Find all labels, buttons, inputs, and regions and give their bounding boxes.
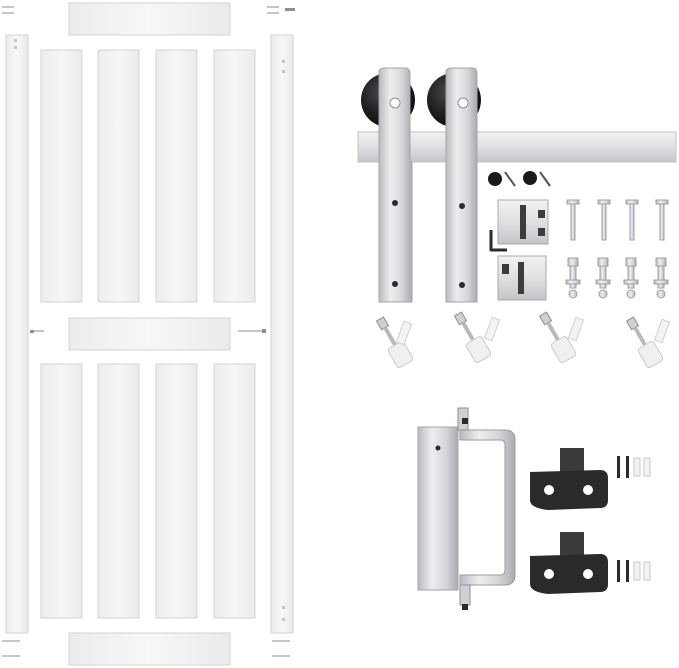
handle-grip bbox=[459, 429, 516, 586]
door-lower-panel-3 bbox=[155, 363, 198, 619]
door-lower-panel-4 bbox=[213, 363, 256, 619]
door-upper-panel-1 bbox=[40, 49, 83, 303]
allen-key-icon bbox=[489, 230, 507, 252]
door-upper-panel-4 bbox=[213, 49, 256, 303]
sliding-rail-assembly bbox=[357, 67, 677, 303]
bolts bbox=[566, 199, 669, 241]
door-lower-panel-1 bbox=[40, 363, 83, 619]
door-lower-panel-2 bbox=[97, 363, 140, 619]
guide-screws bbox=[617, 456, 651, 582]
dowel-pins bbox=[2, 6, 295, 657]
door-right-stile bbox=[270, 34, 294, 634]
door-left-stile bbox=[5, 34, 29, 634]
handle-backplate bbox=[417, 426, 459, 591]
door-top-rail bbox=[68, 2, 231, 36]
rubber-stoppers bbox=[488, 171, 551, 187]
hanger-strap-left bbox=[378, 67, 413, 303]
door-upper-panel-3 bbox=[155, 49, 198, 303]
floor-guide-top bbox=[530, 448, 608, 510]
floor-guide-bottom bbox=[530, 532, 608, 594]
spacer-screws bbox=[565, 257, 669, 299]
stopper-block-top bbox=[497, 199, 549, 245]
stopper-block-bottom bbox=[497, 255, 547, 301]
lag-screws-with-anchors bbox=[375, 311, 671, 368]
sliding-rail bbox=[357, 131, 677, 163]
door-upper-panel-2 bbox=[97, 49, 140, 303]
hanger-strap-right bbox=[445, 67, 478, 303]
door-panel-kit bbox=[2, 2, 295, 666]
door-pull-handle bbox=[417, 407, 516, 610]
door-middle-rail bbox=[68, 317, 231, 351]
door-bottom-rail bbox=[68, 632, 231, 666]
